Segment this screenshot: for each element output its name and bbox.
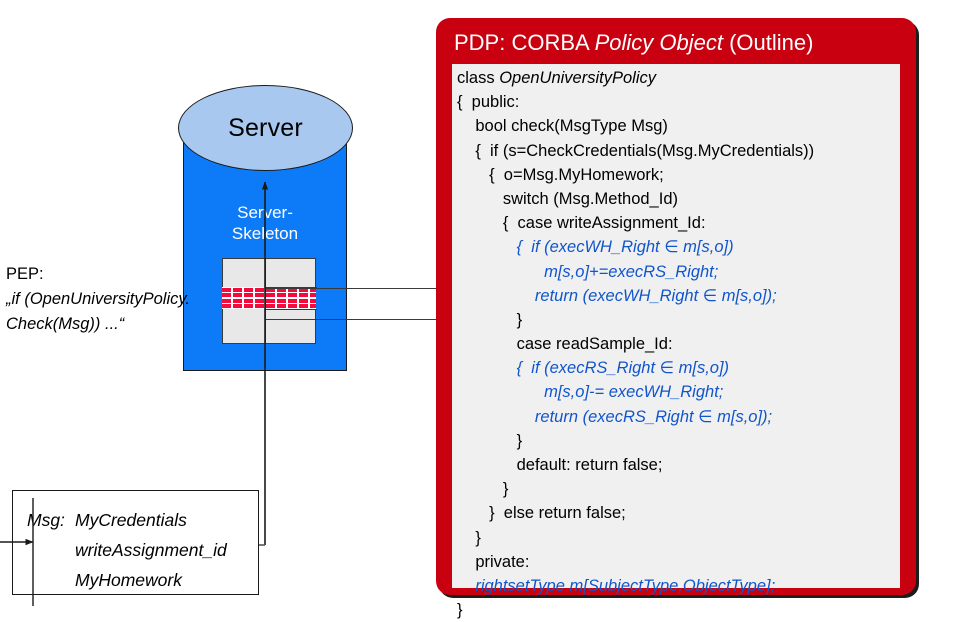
pdp-title-part3: (Outline) — [722, 30, 814, 55]
pep-heading: PEP: — [6, 265, 44, 283]
code-line-6: { case writeAssignment_Id: — [457, 214, 706, 233]
code-line-12: { if (execRS_Right ∈ m[s,o]) — [457, 359, 730, 378]
code-line-17: } — [457, 480, 509, 499]
code-line-0-identifier: OpenUniversityPolicy — [499, 69, 656, 87]
msg-row-2: MyHomework — [27, 565, 258, 595]
pdp-code-block: class OpenUniversityPolicy { public: bool… — [457, 66, 927, 622]
pdp-title: PDP: CORBA Policy Object (Outline) — [454, 30, 904, 56]
msg-label: Msg: — [27, 510, 65, 530]
code-line-1: { public: — [457, 93, 520, 112]
code-line-4: { o=Msg.MyHomework; — [457, 165, 664, 184]
msg-box: Msg: MyCredentials writeAssignment_id MyH… — [12, 490, 259, 595]
diagram-canvas: Server- Skeleton Server PEP: „if (OpenUn… — [0, 18, 916, 620]
pep-code-line2: Check(Msg)) ...“ — [6, 315, 125, 333]
pdp-title-part1: PDP: CORBA — [454, 30, 595, 55]
code-line-10: } — [457, 310, 523, 329]
brick-wall-icon — [222, 287, 316, 309]
code-line-19: } — [457, 528, 481, 547]
code-line-2: bool check(MsgType Msg) — [457, 117, 668, 136]
server-skeleton-label-line1: Server- — [237, 203, 293, 222]
pep-code-line1: „if (OpenUniversityPolicy. — [6, 290, 190, 308]
pdp-code-card — [452, 64, 900, 588]
code-line-22: } — [457, 601, 463, 620]
code-line-20: private: — [457, 552, 530, 571]
msg-field-0: MyCredentials — [75, 510, 187, 530]
code-line-11: case readSample_Id: — [457, 335, 673, 354]
code-line-13: m[s,o]-= execWH_Right; — [457, 383, 724, 402]
code-line-21: rightsetType m[SubjectType,ObjectType]; — [457, 576, 776, 595]
code-line-8: m[s,o]+=execRS_Right; — [457, 262, 719, 281]
code-line-0: class OpenUniversityPolicy — [457, 66, 927, 90]
msg-field-1: writeAssignment_id — [75, 540, 227, 560]
code-line-7: { if (execWH_Right ∈ m[s,o]) — [457, 238, 734, 257]
msg-row-0: Msg: MyCredentials — [27, 505, 258, 535]
code-line-18: } else return false; — [457, 504, 626, 523]
code-line-14: return (execRS_Right ∈ m[s,o]); — [457, 407, 773, 426]
code-line-16: default: return false; — [457, 456, 663, 474]
code-line-0-keyword: class — [457, 69, 500, 87]
server-skeleton-label-line2: Skeleton — [231, 224, 299, 243]
firewall-notch-top — [265, 258, 317, 288]
pdp-title-part2: Policy Object — [594, 30, 723, 55]
code-line-5: switch (Msg.Method_Id) — [457, 189, 678, 208]
code-line-9: return (execWH_Right ∈ m[s,o]); — [457, 286, 777, 305]
code-line-15: } — [457, 431, 523, 450]
server-ellipse: Server — [178, 85, 353, 171]
code-line-3: { if (s=CheckCredentials(Msg.MyCredentia… — [457, 141, 815, 160]
server-skeleton-label: Server- Skeleton — [183, 202, 347, 244]
msg-field-2: MyHomework — [75, 570, 182, 590]
msg-row-1: writeAssignment_id — [27, 535, 258, 565]
pep-annotation: PEP: „if (OpenUniversityPolicy. Check(Ms… — [6, 262, 221, 337]
